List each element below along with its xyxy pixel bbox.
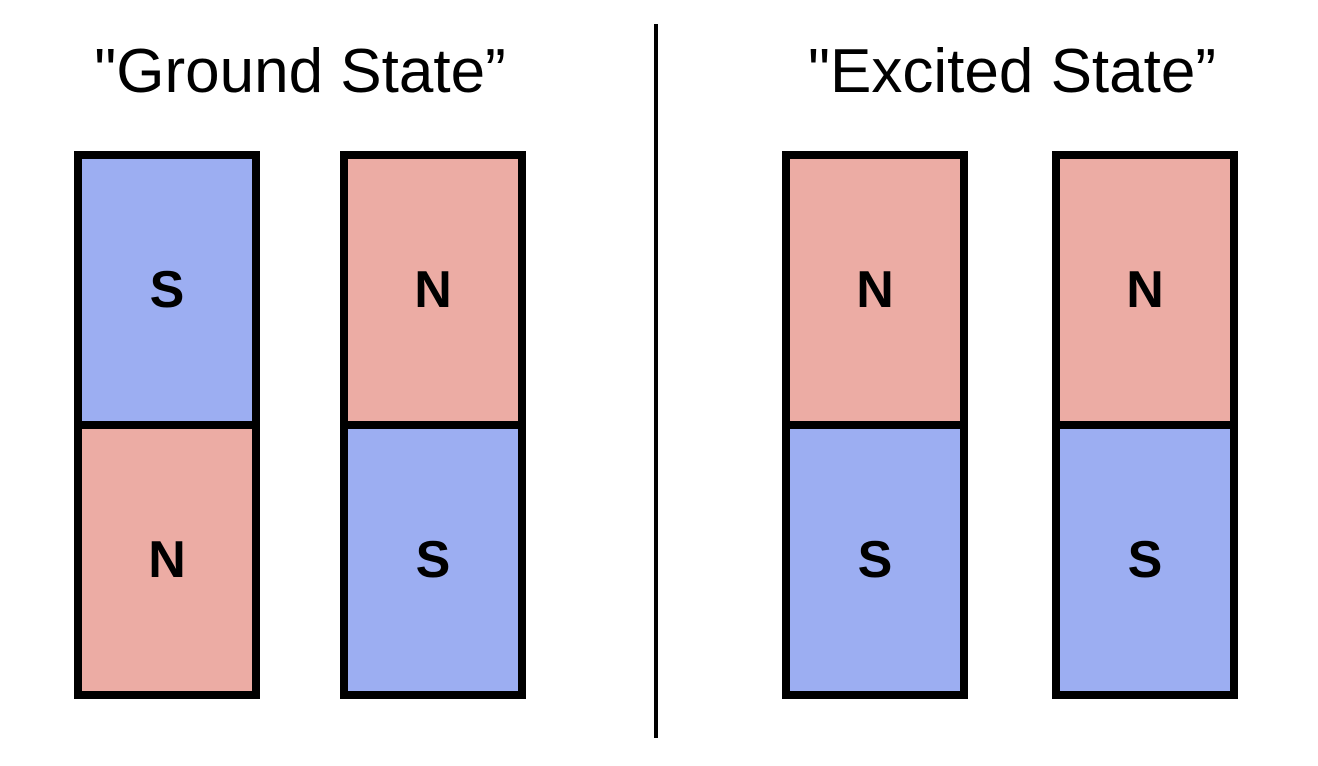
ground-magnet-2-bottom-pole: S xyxy=(348,425,518,691)
ground-state-title: "Ground State” xyxy=(94,37,506,106)
excited-magnet-2-bottom-pole: S xyxy=(1060,425,1230,691)
excited-state-title: "Excited State” xyxy=(808,37,1216,106)
ground-magnet-1-bottom-pole: N xyxy=(82,425,252,691)
excited-magnet-1: N S xyxy=(782,151,968,699)
excited-magnet-1-top-pole: N xyxy=(790,159,960,425)
excited-magnet-1-bottom-pole: S xyxy=(790,425,960,691)
excited-magnet-2: N S xyxy=(1052,151,1238,699)
ground-magnet-1: S N xyxy=(74,151,260,699)
ground-magnet-2-top-pole: N xyxy=(348,159,518,425)
ground-magnet-1-top-pole: S xyxy=(82,159,252,425)
excited-magnet-2-top-pole: N xyxy=(1060,159,1230,425)
ground-magnet-2: N S xyxy=(340,151,526,699)
divider-line xyxy=(654,24,658,738)
